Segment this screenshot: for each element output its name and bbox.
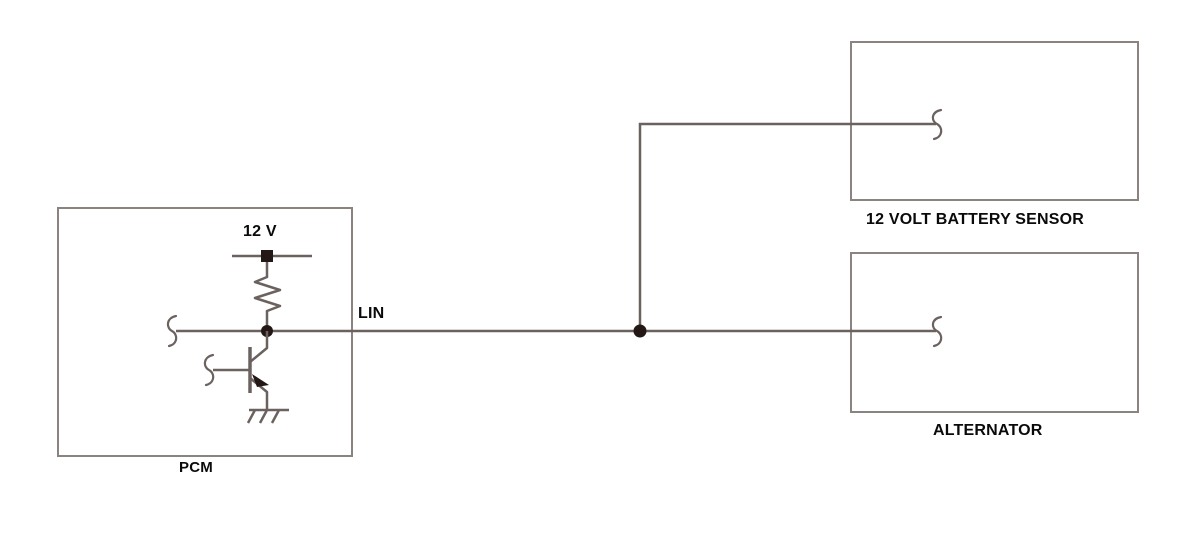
- ground-hatch-2: [258, 409, 269, 424]
- connector-break-pcm-icon: [166, 314, 178, 348]
- supply-voltage-label: 12 V: [243, 223, 277, 240]
- connector-break-base-icon: [203, 353, 215, 387]
- lin-bus-label: LIN: [358, 305, 385, 322]
- battery-sensor-label: 12 VOLT BATTERY SENSOR: [866, 211, 1085, 228]
- transistor-emitter-arrow: [252, 374, 269, 387]
- supply-node-square: [261, 250, 273, 262]
- transistor-collector-lead: [249, 331, 269, 363]
- ground-hatch-1: [246, 409, 257, 424]
- pcm-label: PCM: [179, 459, 213, 476]
- lin-junction-branch-dot: [633, 324, 647, 338]
- resistor-zigzag: [253, 275, 282, 313]
- connector-break-alternator-icon: [931, 315, 943, 348]
- alternator-box: [850, 252, 1139, 413]
- connector-break-battery-sensor-icon: [931, 108, 943, 141]
- alternator-label: ALTERNATOR: [933, 422, 1043, 439]
- battery-sensor-branch-wire: [638, 122, 936, 331]
- ground-hatch-3: [270, 409, 281, 424]
- battery-sensor-box: [850, 41, 1139, 201]
